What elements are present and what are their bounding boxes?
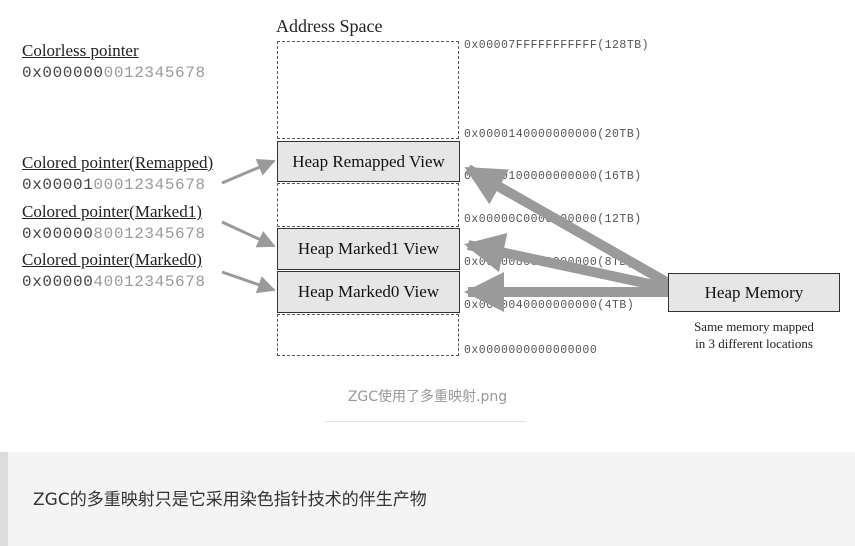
- pointer-value-prefix: 0x000000: [22, 64, 104, 82]
- note-line-1: Same memory mapped: [694, 319, 814, 334]
- pointer-value-marked1: 0x0000080012345678: [22, 225, 206, 243]
- heap-marked1-view: Heap Marked1 View: [277, 228, 460, 270]
- address-label: 0x00007FFFFFFFFFFF(128TB): [464, 39, 650, 52]
- arrow-marked1-pointer: [221, 220, 276, 248]
- note-line-2: in 3 different locations: [695, 336, 813, 351]
- pointer-value-remapped: 0x0000100012345678: [22, 176, 206, 194]
- pointer-value-suffix: 0012345678: [103, 64, 206, 82]
- heap-remapped-view: Heap Remapped View: [277, 141, 460, 182]
- heap-memory-box: Heap Memory: [668, 273, 840, 312]
- address-segment-top: [277, 41, 459, 139]
- pointer-value-suffix: 40012345678: [93, 273, 206, 291]
- pointer-value-prefix: 0x00001: [22, 176, 94, 194]
- arrow-heap-to-remapped: [464, 164, 671, 288]
- arrow-heap-to-marked1: [464, 233, 670, 293]
- mapping-arrows: [221, 159, 671, 312]
- blockquote-text: ZGC的多重映射只是它采用染色指针技术的伴生产物: [33, 490, 427, 510]
- pointer-label-remapped: Colored pointer(Remapped): [22, 153, 214, 172]
- caption-divider: [325, 421, 527, 422]
- heap-memory-note: Same memory mapped in 3 different locati…: [668, 318, 840, 352]
- address-label: 0x0000140000000000(20TB): [464, 128, 642, 141]
- heap-marked0-view: Heap Marked0 View: [277, 271, 460, 313]
- pointer-label-colorless: Colorless pointer: [22, 41, 139, 60]
- arrow-marked0-pointer: [221, 270, 276, 294]
- pointer-label-marked1: Colored pointer(Marked1): [22, 202, 202, 221]
- pointer-value-colorless: 0x0000000012345678: [22, 64, 206, 82]
- pointer-value-prefix: 0x00000: [22, 225, 94, 243]
- blockquote: ZGC的多重映射只是它采用染色指针技术的伴生产物: [0, 452, 855, 546]
- pointer-value-marked0: 0x0000040012345678: [22, 273, 206, 291]
- pointer-value-prefix: 0x00000: [22, 273, 94, 291]
- pointer-value-suffix: 80012345678: [93, 225, 206, 243]
- arrow-remapped-pointer: [221, 159, 276, 185]
- zgc-multi-mapping-diagram: Address Space Colorless pointer 0x000000…: [22, 16, 840, 357]
- address-label: 0x0000040000000000(4TB): [464, 299, 635, 312]
- address-label: 0x0000000000000000: [464, 344, 598, 357]
- address-segment-gap: [277, 183, 459, 227]
- pointer-label-marked0: Colored pointer(Marked0): [22, 250, 202, 269]
- address-segment-bottom: [277, 314, 459, 356]
- pointer-value-suffix: 00012345678: [93, 176, 206, 194]
- image-caption: ZGC使用了多重映射.png: [347, 389, 508, 405]
- address-space-title: Address Space: [276, 16, 383, 36]
